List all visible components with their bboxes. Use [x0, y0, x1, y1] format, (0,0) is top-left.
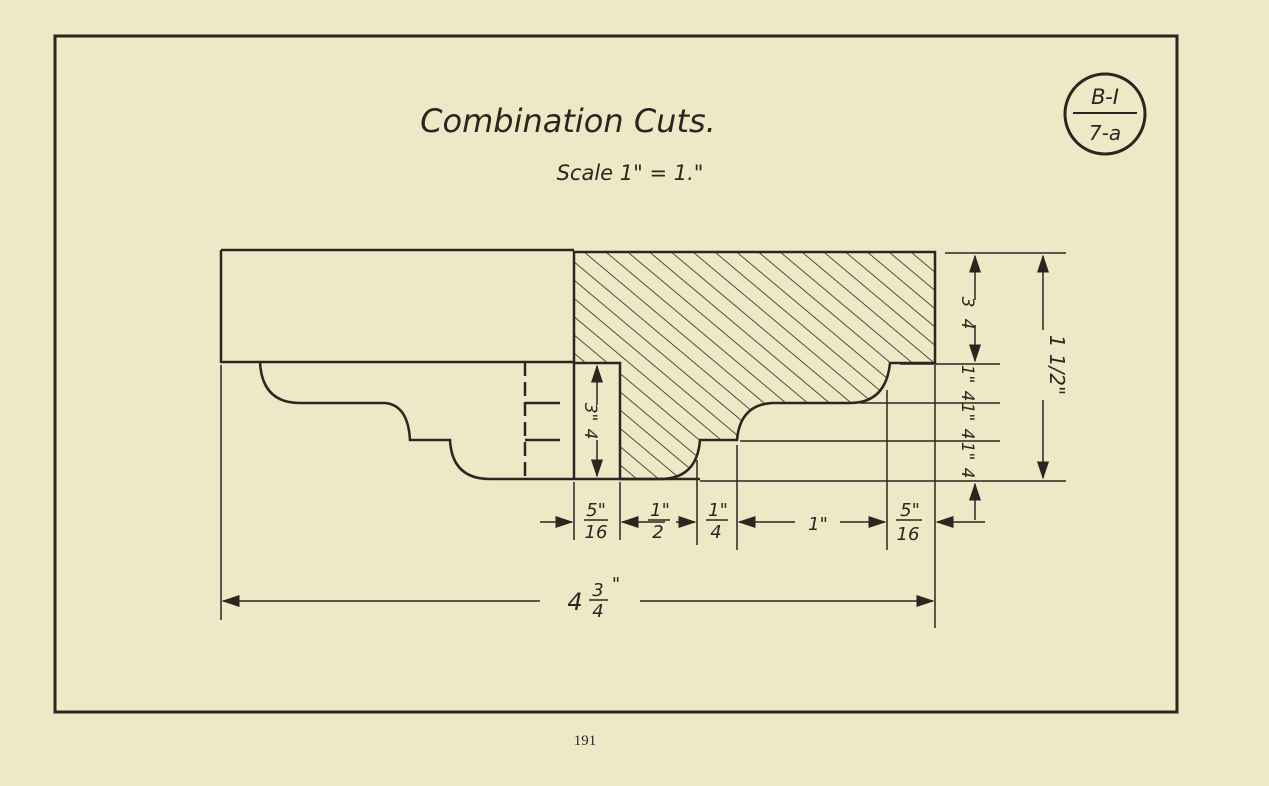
svg-text:1": 1"	[708, 500, 728, 521]
svg-text:4: 4	[567, 588, 582, 616]
svg-text:4: 4	[957, 319, 977, 330]
border-frame	[53, 34, 1179, 714]
dim-inner-height: 3" 4	[580, 403, 600, 440]
svg-text:1 1/2": 1 1/2"	[1045, 335, 1069, 395]
svg-text:4: 4	[957, 468, 977, 479]
svg-text:B-I: B-I	[1091, 85, 1119, 109]
svg-text:16: 16	[585, 522, 608, 543]
svg-text:2: 2	[652, 522, 663, 543]
extension-lines	[220, 252, 1066, 628]
svg-text:3: 3	[592, 580, 603, 601]
svg-text:4: 4	[710, 522, 721, 543]
dim-b5: 5"16	[896, 500, 922, 545]
sheet-badge: B-I 7-a	[1063, 72, 1147, 156]
dim-b3: 1"4	[706, 500, 728, 543]
svg-text:5": 5"	[900, 500, 920, 521]
drawing-title: Combination Cuts.	[420, 102, 716, 140]
svg-text:1": 1"	[957, 365, 977, 384]
dim-right-1: 1" 4	[957, 365, 977, 402]
dimension-lines	[221, 254, 1049, 607]
svg-text:1": 1"	[957, 403, 977, 422]
svg-text:4: 4	[957, 429, 977, 440]
svg-text:16: 16	[897, 524, 920, 545]
svg-text:5": 5"	[586, 500, 606, 521]
hatched-section	[572, 250, 937, 481]
dim-right-top: 3 4	[957, 297, 977, 330]
svg-text:3: 3	[957, 297, 977, 308]
dim-right-2: 1" 4	[957, 403, 977, 440]
page-number: 191	[574, 733, 597, 749]
svg-text:3": 3"	[580, 403, 600, 422]
svg-text:": "	[612, 574, 620, 595]
scale-label: Scale 1" = 1."	[557, 161, 704, 185]
moulding-profile	[219, 248, 700, 481]
svg-text:1": 1"	[957, 442, 977, 461]
svg-text:4: 4	[592, 601, 603, 622]
svg-text:7-a: 7-a	[1089, 121, 1121, 145]
dim-overall-width: 4 3 4 "	[567, 574, 620, 622]
svg-text:4: 4	[580, 429, 600, 440]
dim-b1: 5"16	[584, 500, 608, 543]
dim-right-3: 1" 4	[957, 442, 977, 479]
dim-b2: 1"2	[648, 500, 670, 543]
dim-b4: 1"	[808, 514, 828, 535]
svg-text:4: 4	[957, 391, 977, 402]
dim-overall-height: 1 1/2"	[1045, 335, 1069, 395]
svg-text:1": 1"	[650, 500, 670, 521]
